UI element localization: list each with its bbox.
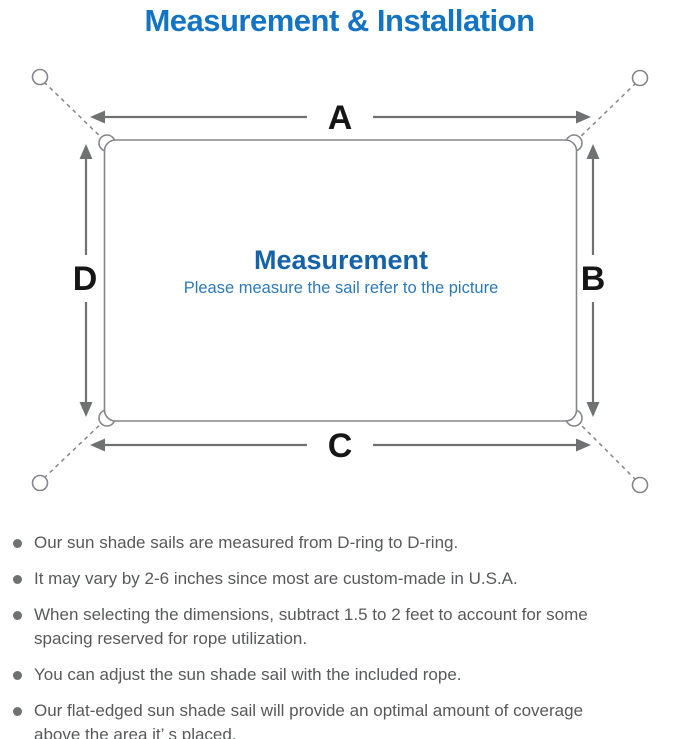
- bullet-icon: [13, 611, 22, 620]
- list-item: You can adjust the sun shade sail with t…: [13, 663, 655, 687]
- dimension-label-b: B: [581, 260, 606, 298]
- note-text: Our flat-edged sun shade sail will provi…: [34, 701, 584, 739]
- dimension-label-d: D: [73, 260, 98, 298]
- anchor-ring-icons: [31, 68, 649, 494]
- note-text: When selecting the dimensions, subtract …: [34, 605, 588, 648]
- rope-dashed-lines: [43, 81, 637, 481]
- dimension-label-c: C: [328, 427, 353, 465]
- list-item: Our flat-edged sun shade sail will provi…: [13, 699, 655, 739]
- diagram-center-subheading: Please measure the sail refer to the pic…: [184, 279, 499, 297]
- bullet-icon: [13, 707, 22, 716]
- page-title: Measurement & Installation: [144, 3, 535, 38]
- sail-outline: [103, 139, 578, 422]
- bullet-icon: [13, 671, 22, 680]
- sail-measurement-diagram: A B C D Measurement Please measure the s…: [31, 68, 649, 494]
- list-item: It may vary by 2-6 inches since most are…: [13, 567, 655, 591]
- dimension-arrows: [79, 110, 600, 452]
- note-text: You can adjust the sun shade sail with t…: [34, 665, 462, 684]
- bullet-icon: [13, 539, 22, 548]
- list-item: When selecting the dimensions, subtract …: [13, 603, 655, 651]
- list-item: Our sun shade sails are measured from D-…: [13, 531, 655, 555]
- note-text: Our sun shade sails are measured from D-…: [34, 533, 459, 552]
- diagram-center-heading: Measurement: [254, 245, 428, 275]
- note-text: It may vary by 2-6 inches since most are…: [34, 569, 518, 588]
- notes-list: Our sun shade sails are measured from D-…: [13, 531, 655, 739]
- bullet-icon: [13, 575, 22, 584]
- dimension-label-a: A: [328, 99, 353, 137]
